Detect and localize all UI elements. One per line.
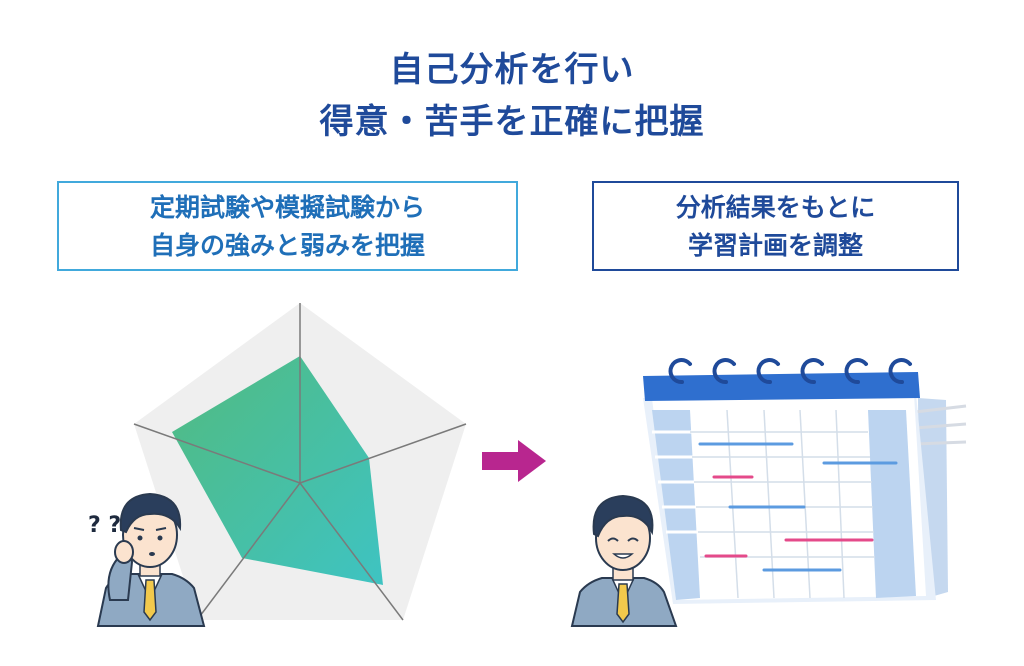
arrow-right-icon — [482, 440, 546, 482]
title-line-2: 得意・苦手を正確に把握 — [319, 102, 705, 142]
radar-chart-icon — [133, 303, 467, 621]
analysis-caption-line-1: 定期試験や模擬試験から — [149, 193, 425, 222]
calendar-icon — [643, 358, 967, 604]
plan-caption-box: 分析結果をもとに 学習計画を調整 — [592, 181, 959, 271]
smiling-person-icon — [570, 494, 678, 627]
question-marks: ? ? — [88, 513, 121, 538]
analysis-caption-box: 定期試験や模擬試験から 自身の強みと弱みを把握 — [57, 181, 518, 271]
title-line-1: 自己分析を行い — [389, 50, 635, 90]
plan-caption-line-1: 分析結果をもとに — [675, 193, 876, 222]
page-title: 自己分析を行い 得意・苦手を正確に把握 — [0, 44, 1024, 148]
thinking-person-icon: ? ? — [88, 492, 206, 627]
analysis-caption-line-2: 自身の強みと弱みを把握 — [149, 231, 425, 260]
plan-caption-line-2: 学習計画を調整 — [687, 231, 863, 260]
